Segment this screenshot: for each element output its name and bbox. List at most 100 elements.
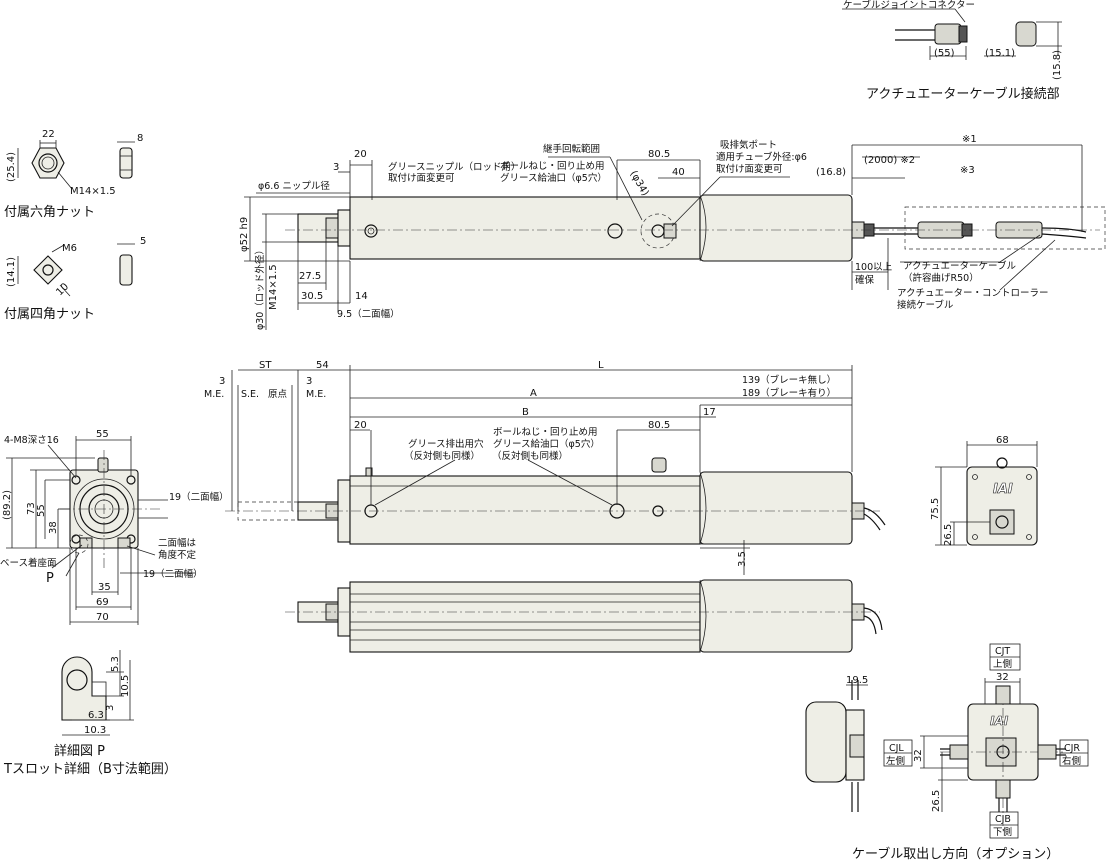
end-38: 38 bbox=[48, 521, 59, 534]
end-P: P bbox=[46, 571, 54, 586]
top-phi34: (φ34) bbox=[627, 169, 650, 198]
top-act-cable-1: アクチュエーターケーブル bbox=[903, 260, 1016, 272]
top-ctl-cable-2: 接続ケーブル bbox=[897, 299, 954, 311]
end-tap: 4-M8深さ16 bbox=[4, 435, 59, 446]
end-19b: 19（二面幅） bbox=[143, 568, 203, 580]
top-dim-16-8: (16.8) bbox=[816, 167, 846, 178]
hex-nut-drawing bbox=[17, 140, 135, 190]
square-nut-height: (14.1) bbox=[6, 257, 17, 287]
main-ball-3: （反対側も同様） bbox=[492, 450, 568, 462]
cable-joint-connector-view bbox=[842, 8, 1062, 60]
main-ball-2: グリース給油口（φ5穴） bbox=[493, 438, 600, 450]
end-69: 69 bbox=[96, 597, 109, 608]
main-grease-out-2: （反対側も同様） bbox=[404, 450, 480, 462]
main-3a: 3 bbox=[219, 376, 225, 387]
caption-detail-p: 詳細図 P bbox=[54, 743, 105, 759]
top-act-cable-2: （許容曲げR50） bbox=[903, 272, 979, 284]
top-dim-80-5: 80.5 bbox=[648, 149, 670, 160]
cable-dir-26-5: 26.5 bbox=[931, 790, 942, 812]
logo-iai-end: IAI bbox=[993, 482, 1013, 497]
cable-joint-connector-label: ケーブルジョイントコネクター bbox=[843, 0, 975, 11]
top-grease-nipple-1: グリースニップル（ロッド用） bbox=[388, 161, 521, 173]
top-m14: M14×1.5 bbox=[268, 264, 279, 310]
right-75-5: 75.5 bbox=[930, 498, 941, 520]
end-flat-2: 角度不定 bbox=[158, 549, 197, 561]
right-end-view bbox=[935, 441, 1038, 546]
top-dim-20: 20 bbox=[354, 149, 367, 160]
cable-dir-top: 上側 bbox=[993, 658, 1012, 670]
main-A: A bbox=[530, 388, 537, 399]
bottom-view-actuator bbox=[285, 579, 883, 653]
caption-cable-exit: ケーブル取出し方向（オプション） bbox=[852, 846, 1059, 862]
top-dim-3: 3 bbox=[333, 162, 339, 173]
main-st: ST bbox=[259, 360, 272, 371]
hex-nut-thickness: 8 bbox=[137, 133, 143, 144]
end-base: ベース着座面 bbox=[0, 557, 57, 569]
top-dim-100b: 確保 bbox=[855, 274, 875, 286]
end-55: 55 bbox=[96, 429, 109, 440]
left-end-view bbox=[6, 436, 195, 625]
caption-square-nut: 付属四角ナット bbox=[4, 307, 95, 322]
square-nut-thread: M6 bbox=[62, 243, 77, 254]
square-nut-drawing bbox=[17, 243, 135, 297]
main-me2: M.E. bbox=[306, 389, 326, 400]
end-flat-1: 二面幅は bbox=[158, 537, 197, 549]
top-ball-2: グリース給油口（φ5穴） bbox=[500, 172, 607, 184]
top-joint-range: 継手回転範囲 bbox=[543, 143, 600, 155]
end-70: 70 bbox=[96, 612, 109, 623]
top-dim-100: 100以上 bbox=[855, 262, 893, 273]
top-phi52: φ52 h9 bbox=[239, 217, 250, 252]
top-phi66: φ6.6 ニップル径 bbox=[258, 180, 330, 192]
top-port-1: 吸排気ポート bbox=[720, 139, 777, 151]
top-port-3: 取付け面変更可 bbox=[716, 163, 783, 175]
top-port-2: 適用チューブ外径:φ6 bbox=[716, 151, 807, 163]
logo-iai-cable: IAI bbox=[990, 714, 1009, 728]
detail-6-3: 6.3 bbox=[88, 710, 104, 721]
detail-p-drawing bbox=[61, 650, 134, 736]
end-55v: 55 bbox=[36, 504, 47, 517]
caption-hex-nut: 付属六角ナット bbox=[4, 205, 95, 220]
top-dim-2000: (2000) ※2 bbox=[864, 155, 915, 166]
main-se: S.E. bbox=[241, 389, 259, 400]
main-ball-1: ボールねじ・回り止め用 bbox=[493, 426, 598, 438]
top-note-1: ※1 bbox=[962, 134, 977, 145]
cable-dir-right: 右側 bbox=[1062, 755, 1081, 767]
main-189: 189（ブレーキ有り） bbox=[742, 387, 836, 399]
caption-tslot-detail: Tスロット詳細（B寸法範囲） bbox=[3, 761, 177, 777]
cable-dir-32v: 32 bbox=[913, 749, 924, 762]
dim-15-1: (15.1) bbox=[985, 48, 1015, 59]
dim-15-8: (15.8) bbox=[1052, 50, 1063, 80]
square-nut-width: 10 bbox=[54, 281, 71, 298]
main-L: L bbox=[598, 360, 604, 371]
top-dim-30-5: 30.5 bbox=[301, 291, 323, 302]
square-nut-thickness: 5 bbox=[140, 236, 146, 247]
top-dim-40: 40 bbox=[672, 167, 685, 178]
main-me1: M.E. bbox=[204, 389, 224, 400]
cable-dir-19-5: 19.5 bbox=[846, 675, 868, 686]
main-B: B bbox=[522, 407, 529, 418]
end-73: 73 bbox=[26, 502, 37, 515]
main-20: 20 bbox=[354, 420, 367, 431]
end-35: 35 bbox=[98, 582, 111, 593]
hex-nut-height: (25.4) bbox=[6, 152, 17, 182]
main-17: 17 bbox=[703, 407, 716, 418]
top-ball-1: ボールねじ・回り止め用 bbox=[500, 160, 605, 172]
cable-dir-32: 32 bbox=[996, 672, 1009, 683]
detail-5-3: 5.3 bbox=[110, 656, 121, 672]
dim-55: (55) bbox=[934, 48, 955, 59]
cable-exit-front-view bbox=[883, 643, 1089, 839]
detail-10-3: 10.3 bbox=[84, 725, 106, 736]
main-3b: 3 bbox=[306, 376, 312, 387]
cable-dir-bottom: 下側 bbox=[993, 826, 1012, 838]
cable-dir-cjr: CJR bbox=[1064, 743, 1080, 754]
hex-nut-width: 22 bbox=[42, 129, 55, 140]
top-phi30: φ30（ロッド外径） bbox=[254, 245, 266, 330]
right-26-5: 26.5 bbox=[943, 524, 954, 546]
top-dim-14: 14 bbox=[355, 291, 368, 302]
top-ctl-cable-1: アクチュエーター・コントローラー bbox=[897, 288, 1049, 299]
cable-dir-cjt: CJT bbox=[995, 646, 1010, 657]
cable-exit-side-view bbox=[805, 680, 868, 812]
main-80-5: 80.5 bbox=[648, 420, 670, 431]
caption-cable-connection: アクチュエーターケーブル接続部 bbox=[866, 86, 1060, 102]
